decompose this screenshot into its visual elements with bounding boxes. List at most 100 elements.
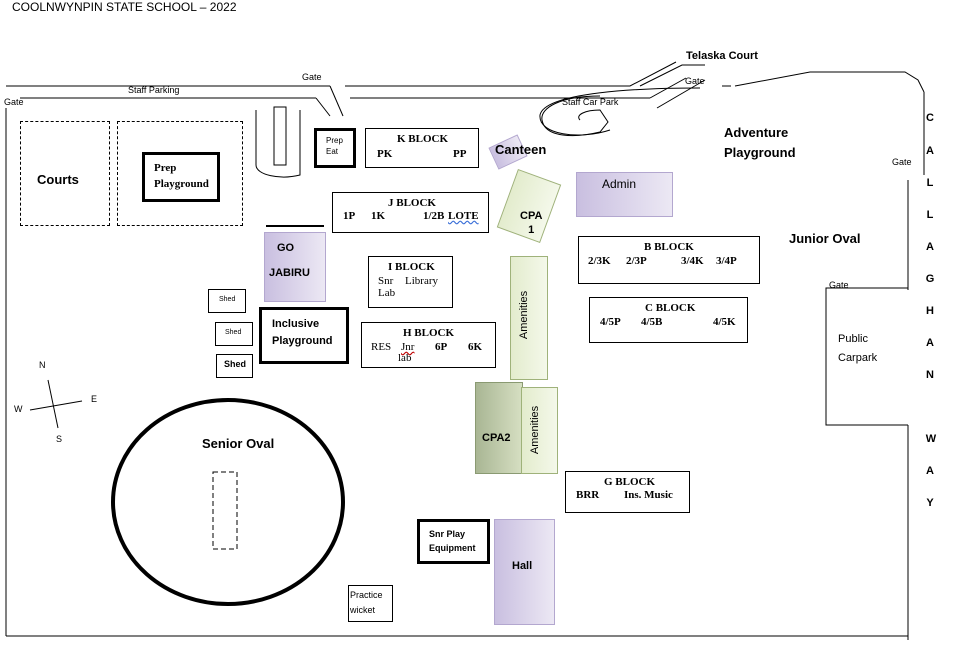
- h-block-room: 6P: [435, 341, 448, 353]
- j-block[interactable]: J BLOCK 1P 1K 1/2B LOTE: [332, 192, 489, 233]
- c-block-room: 4/5K: [713, 316, 736, 328]
- c-block-room: 4/5P: [600, 316, 621, 328]
- j-block-room: LOTE: [448, 210, 479, 222]
- shed-2-label: Shed: [225, 329, 242, 336]
- telaska-court-label: Telaska Court: [686, 50, 758, 62]
- senior-oval-track: [111, 398, 345, 606]
- b-block-room: 3/4K: [681, 255, 704, 267]
- compass-east: E: [91, 394, 98, 404]
- b-block-room: 2/3P: [626, 255, 647, 267]
- staff-parking-label: Staff Parking: [128, 85, 180, 95]
- shed-3[interactable]: Shed: [216, 354, 253, 378]
- i-block-title: I BLOCK: [388, 261, 435, 273]
- courts-area[interactable]: Courts: [20, 121, 110, 226]
- shed-2[interactable]: Shed: [215, 322, 253, 346]
- snr-play-equipment-label: Snr Play Equipment: [429, 529, 476, 553]
- g-block-room: BRR: [576, 489, 600, 501]
- amenities-2-building[interactable]: Amenities: [521, 387, 558, 474]
- prep-playground-area[interactable]: Prep Playground: [117, 121, 243, 226]
- prep-playground-box: Prep Playground: [142, 152, 220, 202]
- k-block-room: PK: [377, 148, 393, 160]
- cpa1-label: CPA 1: [520, 210, 543, 236]
- amenities-2-label: Amenities: [529, 405, 542, 455]
- prep-eat-box[interactable]: Prep Eat: [314, 128, 356, 168]
- h-block-room: RES: [371, 341, 392, 353]
- senior-oval-label[interactable]: Senior Oval: [202, 436, 275, 451]
- shed-1[interactable]: Shed: [208, 289, 246, 313]
- road-letter: A: [926, 145, 934, 157]
- page-title: COOLNWYNPIN STATE SCHOOL – 2022: [12, 0, 237, 14]
- g-block-room: Ins. Music: [624, 489, 673, 501]
- gate-left-label: Gate: [4, 97, 24, 107]
- g-block-title: G BLOCK: [604, 476, 656, 488]
- junior-oval-label: Junior Oval: [789, 231, 861, 246]
- road-letter: N: [926, 369, 934, 381]
- courts-label: Courts: [37, 172, 79, 187]
- prep-eat-label: Prep Eat: [326, 136, 343, 156]
- road-letter: L: [926, 177, 934, 189]
- amenities-1-building[interactable]: Amenities: [510, 256, 548, 380]
- gate-right-label: Gate: [892, 157, 912, 167]
- road-letter: H: [926, 305, 934, 317]
- amenities-1-label: Amenities: [518, 290, 531, 340]
- h-block-room: lab: [398, 352, 412, 364]
- prep-playground-label: Prep Playground: [154, 162, 209, 190]
- cpa2-label: CPA2: [482, 432, 511, 444]
- go-jabiru-building[interactable]: GO JABIRU: [264, 232, 326, 302]
- road-top-right-outer: [345, 61, 677, 87]
- road-letter: A: [926, 241, 934, 253]
- j-block-room: 1/2B: [423, 210, 445, 222]
- c-block[interactable]: C BLOCK 4/5P 4/5B 4/5K: [589, 297, 748, 343]
- compass-west: W: [14, 404, 23, 414]
- road-letter: G: [925, 273, 935, 285]
- b-block-room: 2/3K: [588, 255, 611, 267]
- practice-wicket[interactable]: Practice wicket: [348, 585, 393, 622]
- practice-wicket-label: Practice wicket: [350, 590, 383, 615]
- g-block[interactable]: G BLOCK BRR Ins. Music: [565, 471, 690, 513]
- inclusive-playground[interactable]: Inclusive Playground: [259, 307, 349, 364]
- cpa2-building[interactable]: CPA2: [475, 382, 523, 474]
- go-jabiru-label-2: JABIRU: [269, 267, 310, 279]
- k-block-room: PP: [453, 148, 467, 160]
- h-block-title: H BLOCK: [403, 327, 455, 339]
- gate-carpark-label: Gate: [829, 280, 849, 290]
- b-block[interactable]: B BLOCK 2/3K 2/3P 3/4K 3/4P: [578, 236, 760, 284]
- admin-building[interactable]: Admin: [576, 172, 673, 217]
- driveway-island: [273, 106, 287, 166]
- staff-driveway: [255, 110, 301, 178]
- public-carpark-outline: [825, 287, 908, 426]
- canteen-label: Canteen: [495, 142, 547, 157]
- b-block-title: B BLOCK: [644, 241, 694, 253]
- gate-top-label: Gate: [302, 72, 322, 82]
- j-block-title: J BLOCK: [388, 197, 436, 209]
- road-letter: W: [925, 433, 937, 445]
- hall-building[interactable]: Hall: [494, 519, 555, 625]
- h-block[interactable]: H BLOCK RES Jnr lab 6P 6K: [361, 322, 496, 368]
- gate-telaska-label: Gate: [685, 76, 705, 86]
- i-block[interactable]: I BLOCK Snr Library Lab: [368, 256, 453, 308]
- hall-label: Hall: [512, 560, 533, 572]
- telaska-link: [639, 64, 705, 87]
- inclusive-playground-label: Inclusive Playground: [272, 318, 333, 347]
- snr-play-equipment[interactable]: Snr Play Equipment: [417, 519, 490, 564]
- c-block-room: 4/5B: [641, 316, 663, 328]
- staff-car-park-label: Staff Car Park: [562, 97, 619, 107]
- road-letter: C: [926, 112, 934, 124]
- k-block[interactable]: K BLOCK PK PP: [365, 128, 479, 168]
- i-block-room: Lab: [378, 287, 396, 299]
- i-block-room: Snr: [378, 275, 394, 287]
- compass-ew: [29, 400, 83, 411]
- road-letter: A: [926, 465, 934, 477]
- i-block-room: Library: [405, 275, 438, 287]
- h-block-room: 6K: [468, 341, 483, 353]
- shed-1-label: Shed: [219, 296, 236, 303]
- public-carpark-label: Public Carpark: [838, 333, 878, 364]
- road-letter: L: [926, 209, 934, 221]
- road-letter: A: [926, 337, 934, 349]
- cricket-pitch: [212, 471, 238, 550]
- compass-south: S: [56, 434, 63, 444]
- shed-3-label: Shed: [224, 359, 247, 369]
- adventure-playground-label: Adventure Playground: [724, 125, 796, 160]
- admin-label: Admin: [602, 177, 637, 191]
